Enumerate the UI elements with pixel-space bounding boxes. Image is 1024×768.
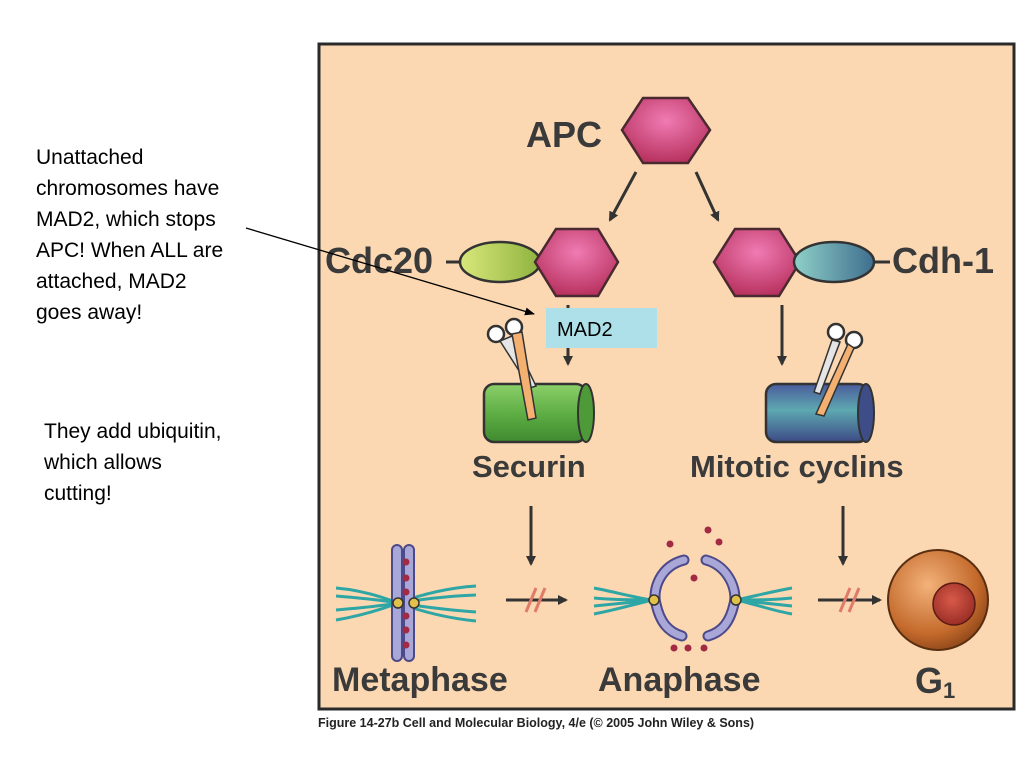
securin-cylinder [482,382,595,444]
blocked-arrow [506,587,568,613]
anaphase-chromosomes [593,526,793,652]
apc-label: APC [526,114,602,155]
cdh1-label: Cdh-1 [892,240,994,281]
arrow-apc-to-cdh1 [694,171,720,222]
arrow-apc-to-cdc20 [608,171,638,222]
cdc20-oval [458,240,542,284]
metaphase-label: Metaphase [332,661,508,699]
mitotic-cyclins-label: Mitotic cyclins [690,449,904,484]
g1-cell [887,549,989,651]
apc-cdc20-hexagon [533,227,620,298]
securin-label: Securin [472,449,586,484]
figure-caption: Figure 14-27b Cell and Molecular Biology… [318,716,755,730]
anaphase-label: Anaphase [598,661,761,699]
annotation-ubiquitin-note: They add ubiquitin, which allows cutting… [44,420,222,505]
scissors-icon [486,317,538,421]
mad2-box [546,308,657,348]
annotation-mad2-note: Unattached chromosomes have MAD2, which … [36,146,224,324]
blocked-arrow [818,587,882,613]
annotation-pointer-arrow [245,227,535,316]
g1-label: G1 [915,660,955,703]
scissors-icon [813,322,864,417]
apc-hexagon [620,96,712,165]
metaphase-chromosomes [335,544,477,662]
mad2-label: MAD2 [557,319,613,341]
cdh1-oval [792,240,876,284]
cdc20-label: Cdc20 [325,240,433,281]
